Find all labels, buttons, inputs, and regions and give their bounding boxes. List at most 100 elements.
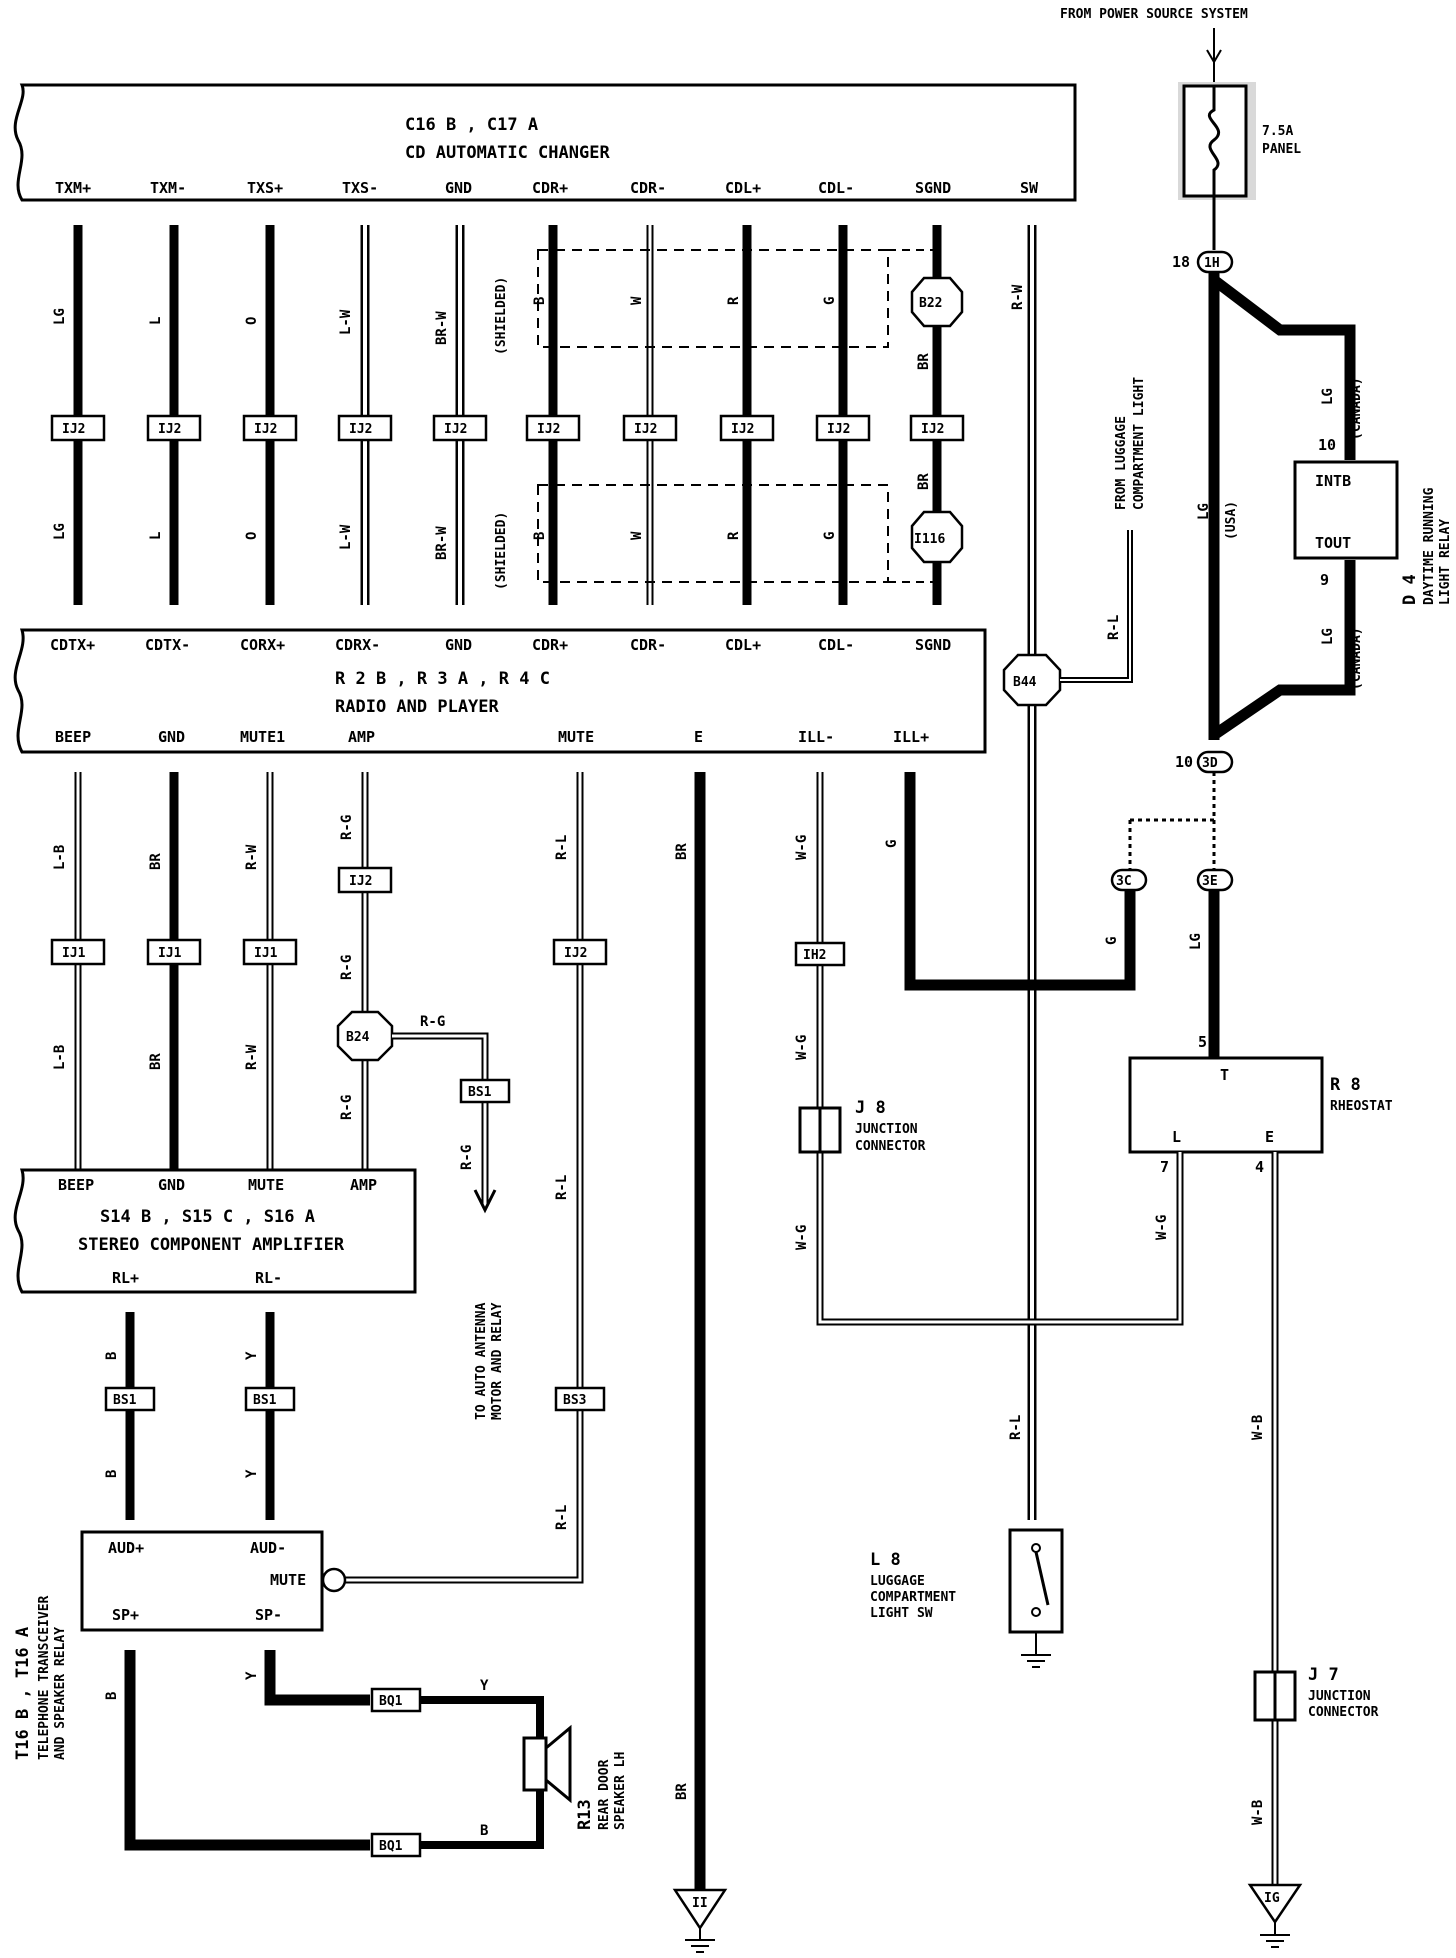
svg-text:BR: BR	[916, 473, 932, 490]
svg-text:LG: LG	[1320, 388, 1336, 405]
svg-text:LG: LG	[1196, 503, 1212, 520]
shielded-label-upper: (SHIELDED)	[494, 277, 509, 355]
speaker-name-2: SPEAKER LH	[613, 1752, 628, 1830]
svg-text:B: B	[104, 1470, 120, 1478]
svg-text:BEEP: BEEP	[55, 728, 91, 746]
svg-text:CDL-: CDL-	[818, 636, 854, 654]
svg-text:BR: BR	[674, 843, 690, 860]
drl-canada-upper: (CANADA)	[1349, 377, 1364, 440]
amplifier-box	[13, 1168, 417, 1294]
svg-text:R-L: R-L	[554, 835, 570, 860]
rheostat-id: R 8	[1330, 1075, 1361, 1095]
svg-text:BR-W: BR-W	[434, 526, 450, 560]
ij1-junction-row: IJ1 IJ1 IJ1 IJ2 IJ2	[50, 866, 608, 966]
svg-text:IJ2: IJ2	[254, 422, 277, 437]
drl-usa: (USA)	[1224, 501, 1239, 540]
svg-text:R-L: R-L	[554, 1505, 570, 1530]
radio-top-terminals: CDTX+ CDTX- CORX+ CDRX- GND CDR+ CDR- CD…	[50, 636, 951, 654]
fuse-symbol	[1207, 86, 1221, 196]
svg-text:E: E	[694, 728, 703, 746]
svg-text:L-B: L-B	[52, 1045, 68, 1070]
junction-bq1-upper	[370, 1687, 422, 1713]
svg-text:IJ2: IJ2	[537, 422, 560, 437]
l8-name-2: COMPARTMENT	[870, 1590, 956, 1605]
svg-text:MUTE1: MUTE1	[240, 728, 285, 746]
radio-box	[13, 628, 987, 754]
amplifier-connectors: S14 B , S15 C , S16 A	[100, 1207, 315, 1227]
fuse-rating: 7.5A	[1262, 124, 1293, 139]
svg-text:BS1: BS1	[468, 1085, 492, 1100]
cd-terminal-gnd: GND	[445, 179, 472, 197]
svg-text:G: G	[884, 840, 900, 848]
svg-text:SGND: SGND	[915, 636, 951, 654]
shielded-label-lower: (SHIELDED)	[494, 512, 509, 590]
junction-bs1-rl-plus	[104, 1386, 156, 1412]
svg-text:MUTE: MUTE	[558, 728, 594, 746]
cd-changer-box	[13, 83, 1077, 202]
svg-text:B: B	[532, 297, 548, 305]
cd-terminal-txm-plus: TXM+	[55, 179, 91, 197]
svg-text:BS1: BS1	[253, 1393, 277, 1408]
svg-text:SP-: SP-	[255, 1606, 282, 1624]
amplifier-terminals: BEEP GND MUTE AMP RL+ RL-	[58, 1176, 377, 1287]
svg-text:B: B	[104, 1692, 120, 1700]
svg-text:GND: GND	[445, 636, 472, 654]
svg-text:AUD+: AUD+	[108, 1539, 144, 1557]
joint-b24	[336, 1010, 394, 1062]
drl-name-1: DAYTIME RUNNING	[1422, 487, 1437, 605]
svg-text:AMP: AMP	[350, 1176, 377, 1194]
j8-name-1: JUNCTION	[855, 1122, 918, 1137]
antenna-label-1: TO AUTO ANTENNA	[474, 1302, 489, 1420]
svg-text:IJ2: IJ2	[564, 946, 587, 961]
power-source-label: FROM POWER SOURCE SYSTEM	[1060, 7, 1248, 22]
svg-text:W-G: W-G	[1154, 1215, 1170, 1240]
j7-name-2: CONNECTOR	[1308, 1705, 1379, 1720]
j8-name-2: CONNECTOR	[855, 1139, 926, 1154]
svg-text:W-G: W-G	[794, 1225, 810, 1250]
svg-text:R-G: R-G	[459, 1145, 475, 1170]
cd-terminal-cdl-plus: CDL+	[725, 179, 761, 197]
svg-text:G: G	[1104, 937, 1120, 945]
svg-text:LG: LG	[1188, 933, 1204, 950]
svg-text:3E: 3E	[1202, 874, 1218, 889]
joint-b22	[910, 276, 964, 328]
junction-bs3	[554, 1386, 606, 1412]
joint-i116	[910, 510, 964, 564]
drl-id: D 4	[1400, 574, 1420, 605]
svg-text:Y: Y	[244, 1351, 260, 1360]
svg-text:CDR-: CDR-	[630, 636, 666, 654]
svg-text:R-G: R-G	[339, 1095, 355, 1120]
svg-text:BR: BR	[148, 853, 164, 870]
cd-wire-color-labels: LG LG L L O O L-W L-W BR-W BR-W B B W W …	[52, 284, 1026, 560]
drl-name-2: LIGHT RELAY	[1438, 519, 1453, 605]
cd-terminal-cdr-minus: CDR-	[630, 179, 666, 197]
fuse-pin: 18	[1172, 253, 1190, 271]
junction-bs1-rl-minus	[244, 1386, 296, 1412]
svg-text:O: O	[244, 532, 260, 540]
l8-id: L 8	[870, 1550, 901, 1570]
svg-text:MUTE: MUTE	[270, 1571, 306, 1589]
rheostat-t: T	[1220, 1066, 1229, 1084]
joint-b44	[1002, 653, 1062, 707]
svg-text:W: W	[629, 531, 645, 540]
fuse-name: PANEL	[1262, 142, 1301, 157]
svg-text:LG: LG	[52, 308, 68, 325]
svg-text:CDTX+: CDTX+	[50, 636, 95, 654]
svg-text:BEEP: BEEP	[58, 1176, 94, 1194]
ground-ii	[672, 1888, 728, 1931]
cd-terminal-sw: SW	[1020, 179, 1039, 197]
telephone-box	[80, 1530, 324, 1632]
radio-name: RADIO AND PLAYER	[335, 697, 500, 717]
telephone-terminals: AUD+ AUD- MUTE SP+ SP-	[108, 1539, 306, 1624]
svg-text:CDR+: CDR+	[532, 636, 568, 654]
svg-text:BR: BR	[674, 1783, 690, 1800]
svg-text:BQ1: BQ1	[379, 1694, 403, 1709]
svg-text:R: R	[726, 296, 742, 305]
svg-text:O: O	[244, 317, 260, 325]
svg-text:BS3: BS3	[563, 1393, 586, 1408]
cd-terminal-cdr-plus: CDR+	[532, 179, 568, 197]
svg-text:BS1: BS1	[113, 1393, 137, 1408]
svg-text:R-W: R-W	[244, 1044, 260, 1070]
drl-pin-9: 9	[1320, 571, 1329, 589]
antenna-label-2: MOTOR AND RELAY	[490, 1302, 505, 1420]
